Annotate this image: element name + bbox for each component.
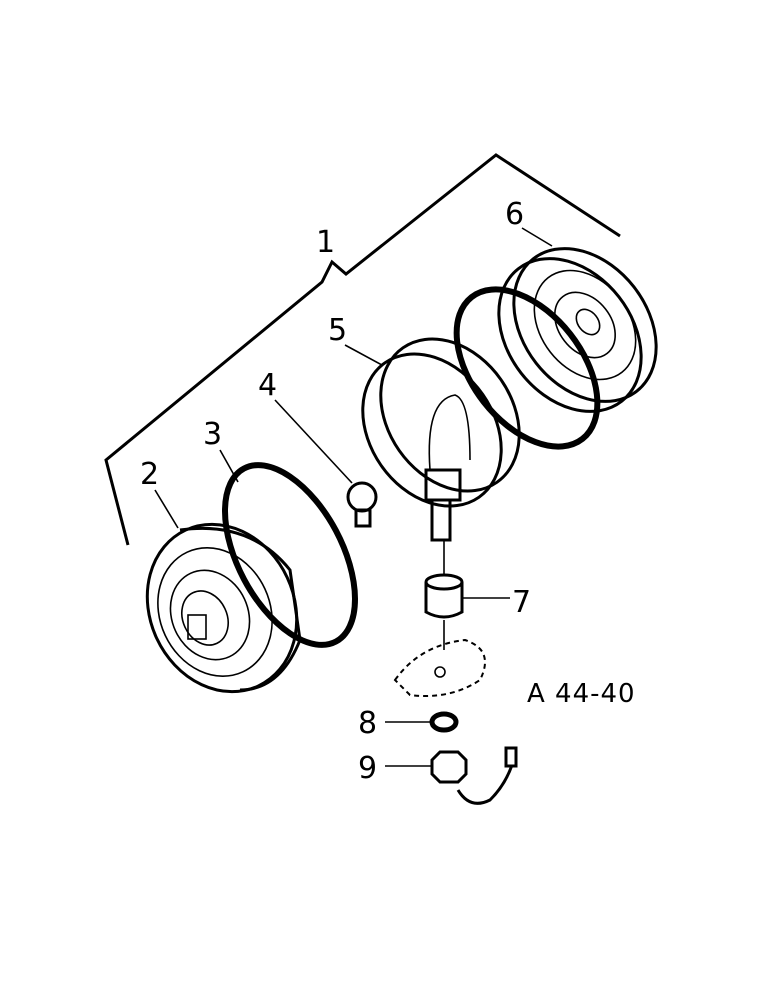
mounting-plate	[393, 638, 486, 697]
callout-6: 6	[505, 197, 524, 232]
leader-3	[219, 449, 239, 483]
bulb-part-4	[346, 481, 378, 528]
callout-9: 9	[358, 751, 377, 786]
reference-code: A 44-40	[527, 679, 636, 709]
gasket-ring-part-6	[453, 286, 601, 450]
spacer-part-7	[424, 540, 464, 650]
nut-part-9	[430, 746, 518, 805]
lens-part-2	[145, 522, 302, 694]
lens-part-6	[497, 247, 658, 413]
callout-3: 3	[203, 417, 222, 452]
callout-1: 1	[316, 225, 335, 260]
housing-part-5	[361, 337, 521, 542]
leader-2	[154, 489, 179, 529]
callout-4: 4	[258, 368, 277, 403]
callout-5: 5	[328, 313, 347, 348]
assembly-bracket	[104, 153, 621, 546]
washer-part-8	[429, 711, 459, 733]
gasket-ring-part-3	[222, 462, 358, 648]
callout-2: 2	[140, 457, 159, 492]
callout-8: 8	[358, 706, 377, 741]
leader-4	[274, 399, 353, 484]
callout-7: 7	[512, 585, 531, 620]
leader-5	[344, 344, 383, 366]
leader-6	[521, 227, 553, 247]
